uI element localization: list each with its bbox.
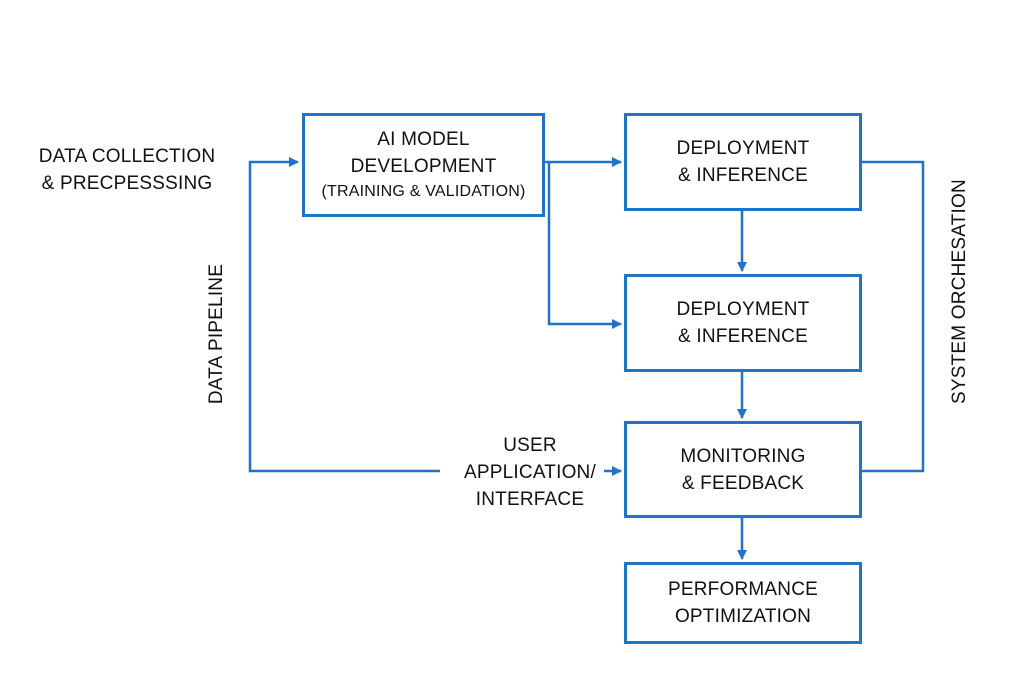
user-application-line-3: INTERFACE (475, 489, 585, 510)
ai-model-note: (TRAINING & VALIDATION) (321, 183, 526, 200)
ai-model-development-box: AI MODEL DEVELOPMENT (TRAINING & VALIDAT… (302, 113, 545, 217)
monitoring-feedback-box: MONITORING & FEEDBACK (624, 421, 862, 518)
user-application-line-1: USER (503, 435, 557, 456)
user-application-line-2: APPLICATION/ (464, 462, 596, 483)
deployment-middle-line-1: DEPLOYMENT (676, 299, 810, 320)
data-pipeline-connector (248, 157, 440, 473)
ai-model-title: AI MODEL (377, 129, 470, 150)
data-collection-label: DATA COLLECTION & PRECPESSSING (22, 143, 232, 197)
arrow-ai-to-deployment-middle (547, 162, 622, 329)
deployment-inference-middle-box: DEPLOYMENT & INFERENCE (624, 274, 862, 372)
deployment-top-line-2: & INFERENCE (678, 165, 808, 186)
ai-model-subtitle: DEVELOPMENT (350, 156, 497, 177)
deployment-top-line-1: DEPLOYMENT (676, 138, 810, 159)
performance-line-1: PERFORMANCE (668, 579, 818, 600)
deployment-inference-top-box: DEPLOYMENT & INFERENCE (624, 113, 862, 211)
data-collection-line-1: DATA COLLECTION (38, 146, 216, 167)
data-collection-line-2: & PRECPESSSING (41, 173, 213, 194)
monitoring-line-2: & FEEDBACK (681, 472, 805, 494)
deployment-middle-line-2: & INFERENCE (678, 326, 808, 347)
data-pipeline-label: DATA PIPELINE (206, 263, 227, 405)
performance-optimization-box: PERFORMANCE OPTIMIZATION (624, 562, 862, 644)
system-orchestration-connector (862, 160, 925, 473)
system-orchestration-label: SYSTEM ORCHESATION (949, 179, 970, 404)
performance-line-2: OPTIMIZATION (674, 606, 812, 627)
user-application-label: USER APPLICATION/ INTERFACE (440, 432, 620, 513)
monitoring-line-1: MONITORING (680, 445, 806, 467)
